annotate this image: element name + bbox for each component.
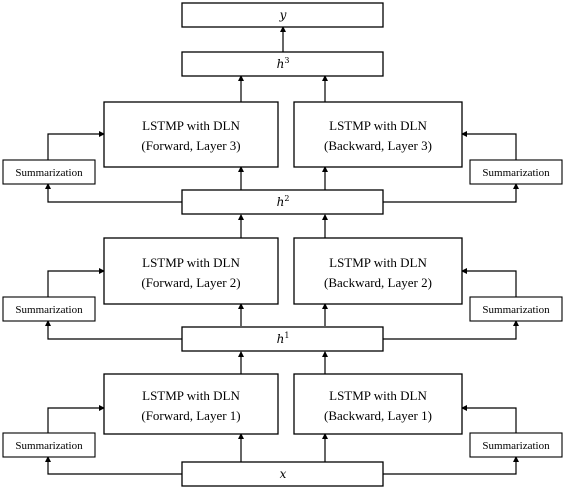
h1-label: h1 (277, 331, 290, 346)
lstmp-forward-layer-3: LSTMP with DLN (Forward, Layer 3) (103, 101, 279, 168)
summarization-label: Summarization (15, 304, 83, 316)
lstmp-backward-layer-2: LSTMP with DLN (Backward, Layer 2) (293, 237, 463, 305)
lstmp-forward-layer-2: LSTMP with DLN (Forward, Layer 2) (103, 237, 279, 305)
h2-label: h2 (277, 194, 290, 209)
lstmp-direction: (Forward, Layer 3) (141, 138, 240, 153)
hidden-node-h2: h2 (181, 189, 384, 215)
lstmp-title: LSTMP with DLN (329, 118, 427, 133)
lstmp-direction: (Backward, Layer 3) (324, 138, 432, 153)
lstmp-forward-layer-1: LSTMP with DLN (Forward, Layer 1) (103, 373, 279, 435)
summarization-right-layer-2: Summarization (469, 296, 563, 322)
output-node-y: y (181, 2, 384, 28)
lstmp-direction: (Backward, Layer 2) (324, 275, 432, 290)
lstmp-title: LSTMP with DLN (329, 388, 427, 403)
summarization-left-layer-1: Summarization (2, 432, 96, 458)
summarization-label: Summarization (15, 167, 83, 179)
summarization-left-layer-2: Summarization (2, 296, 96, 322)
lstmp-title: LSTMP with DLN (329, 255, 427, 270)
summarization-left-layer-3: Summarization (2, 159, 96, 185)
lstmp-direction: (Backward, Layer 1) (324, 408, 432, 423)
output-y-label: y (279, 8, 287, 22)
lstmp-backward-layer-3: LSTMP with DLN (Backward, Layer 3) (293, 101, 463, 168)
hidden-node-h1: h1 (181, 326, 384, 352)
summarization-right-layer-1: Summarization (469, 432, 563, 458)
summarization-label: Summarization (482, 167, 550, 179)
lstmp-title: LSTMP with DLN (142, 255, 240, 270)
hidden-node-h3: h3 (181, 51, 384, 77)
summarization-right-layer-3: Summarization (469, 159, 563, 185)
lstmp-direction: (Forward, Layer 2) (141, 275, 240, 290)
input-node-x: x (181, 461, 384, 487)
lstmp-title: LSTMP with DLN (142, 388, 240, 403)
lstmp-backward-layer-1: LSTMP with DLN (Backward, Layer 1) (293, 373, 463, 435)
lstmp-title: LSTMP with DLN (142, 118, 240, 133)
summarization-label: Summarization (482, 304, 550, 316)
h3-label: h3 (277, 56, 290, 71)
lstmp-direction: (Forward, Layer 1) (141, 408, 240, 423)
connectors (45, 26, 519, 475)
summarization-label: Summarization (482, 440, 550, 452)
input-x-label: x (280, 467, 287, 481)
summarization-label: Summarization (15, 440, 83, 452)
